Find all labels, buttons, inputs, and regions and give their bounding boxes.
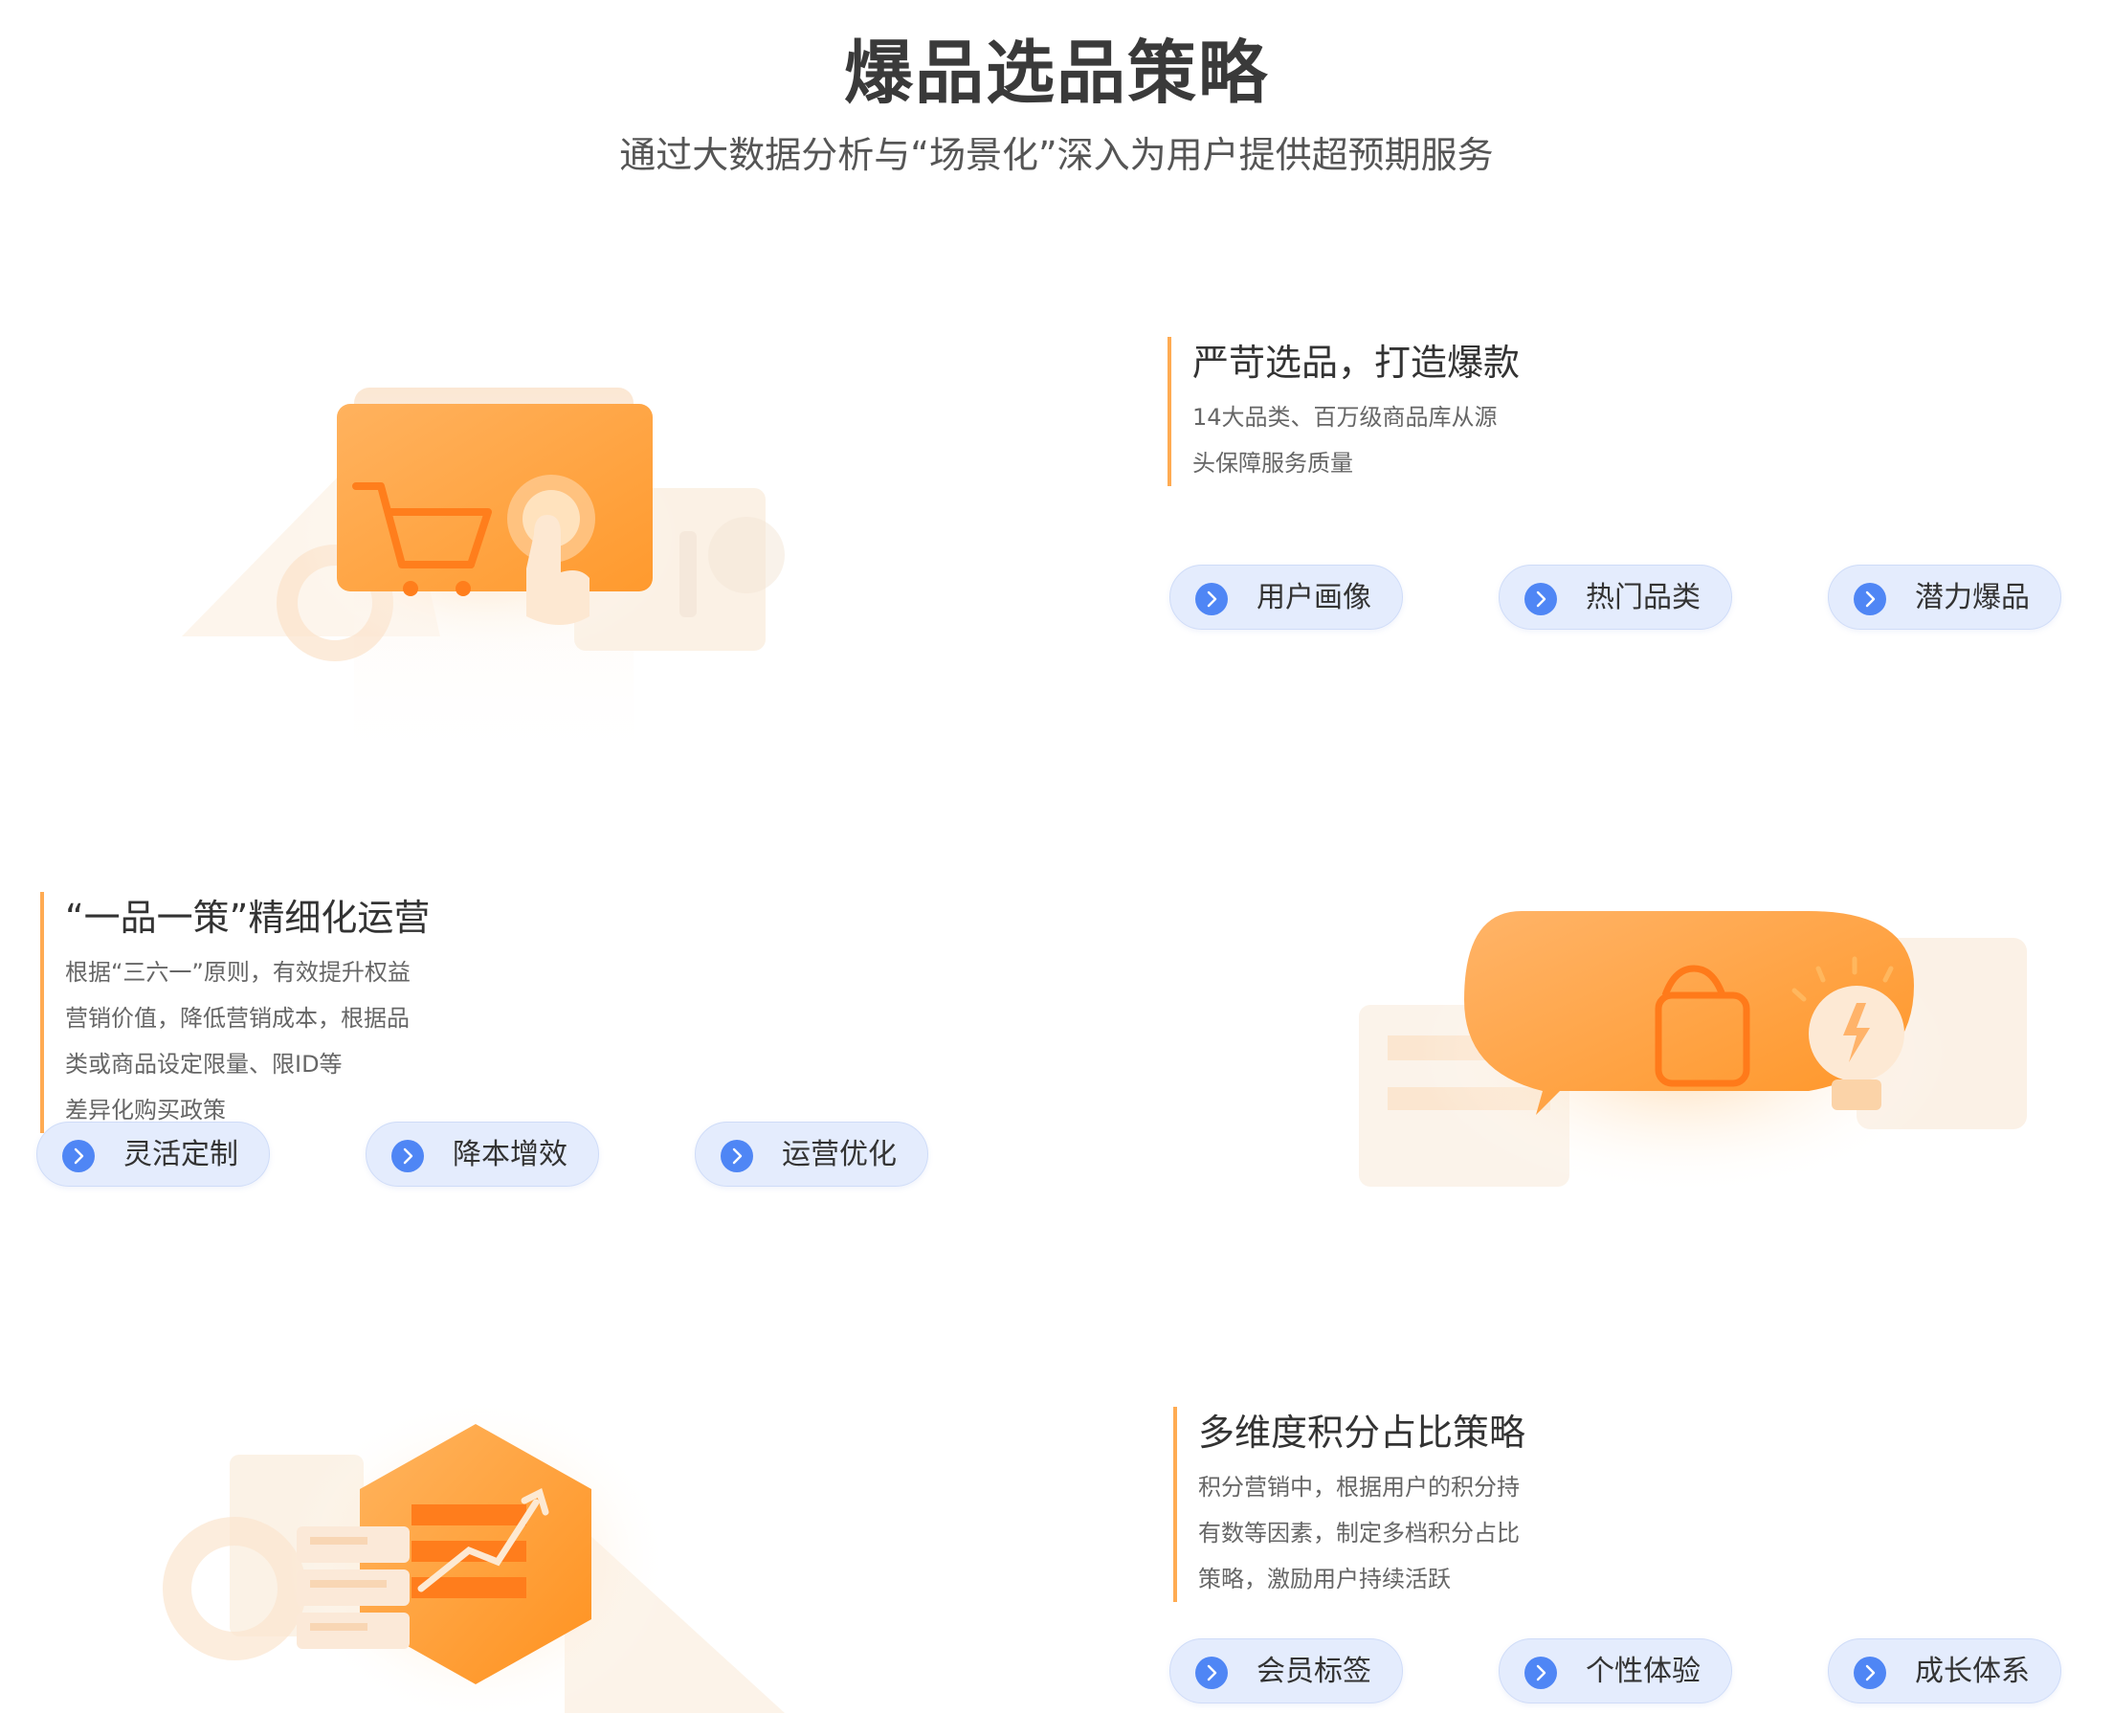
tag-operation-optimize-button[interactable]: 运营优化	[695, 1122, 928, 1187]
chevron-right-icon	[1854, 1657, 1886, 1689]
tag-label: 潜力爆品	[1915, 581, 2030, 614]
section-description: 14大品类、百万级商品库从源头保障服务质量	[1192, 404, 1498, 477]
chevron-right-icon	[1524, 583, 1557, 615]
chevron-right-icon	[1524, 1657, 1557, 1689]
tag-flexible-custom-button[interactable]: 灵活定制	[36, 1122, 270, 1187]
tag-user-profile-button[interactable]: 用户画像	[1169, 565, 1403, 630]
tag-label: 降本增效	[453, 1138, 567, 1171]
tag-potential-hit-button[interactable]: 潜力爆品	[1828, 565, 2061, 630]
tag-growth-system-button[interactable]: 成长体系	[1828, 1638, 2061, 1703]
section-header: “一品一策”精细化运营 根据“三六一”原则，有效提升权益营销价值，降低营销成本，…	[40, 892, 430, 1133]
tag-label: 用户画像	[1257, 581, 1371, 614]
chevron-right-icon	[62, 1140, 95, 1172]
section-description-line1: 根据“三六一”原则，有效提升权益营销价值，降低营销成本，根据品类或商品设定限量、…	[65, 959, 411, 1078]
tag-label: 个性体验	[1586, 1655, 1701, 1688]
shopping-bag-lightbulb-bubble-illustration	[1340, 900, 2048, 1196]
chevron-right-icon	[721, 1140, 753, 1172]
tag-personal-experience-button[interactable]: 个性体验	[1499, 1638, 1732, 1703]
tag-member-label-button[interactable]: 会员标签	[1169, 1638, 1403, 1703]
tag-hot-category-button[interactable]: 热门品类	[1499, 565, 1732, 630]
page-title: 爆品选品策略	[843, 33, 1269, 113]
section-header: 多维度积分占比策略 积分营销中，根据用户的积分持有数等因素，制定多档积分占比策略…	[1173, 1407, 1525, 1602]
tag-label: 会员标签	[1257, 1655, 1371, 1688]
page-subtitle: 通过大数据分析与“场景化”深入为用户提供超预期服务	[619, 134, 1494, 176]
tag-label: 成长体系	[1915, 1655, 2030, 1688]
chevron-right-icon	[391, 1140, 424, 1172]
section-description-line2: 差异化购买政策	[65, 1097, 226, 1124]
tag-cost-efficiency-button[interactable]: 降本增效	[366, 1122, 599, 1187]
section-title: 严苛选品，打造爆款	[1192, 342, 1521, 384]
chevron-right-icon	[1195, 583, 1228, 615]
tag-label: 运营优化	[782, 1138, 897, 1171]
chevron-right-icon	[1854, 583, 1886, 615]
section-header: 严苛选品，打造爆款 14大品类、百万级商品库从源头保障服务质量	[1168, 337, 1520, 486]
tag-label: 热门品类	[1586, 581, 1701, 614]
hexagon-growth-chart-illustration	[144, 1397, 813, 1723]
section-description: 积分营销中，根据用户的积分持有数等因素，制定多档积分占比策略，激励用户持续活跃	[1198, 1474, 1520, 1592]
section-title: “一品一策”精细化运营	[65, 897, 431, 939]
shopping-cart-card-illustration	[172, 364, 842, 785]
tag-label: 灵活定制	[123, 1138, 238, 1171]
section-title: 多维度积分占比策略	[1198, 1412, 1526, 1454]
chevron-right-icon	[1195, 1657, 1228, 1689]
